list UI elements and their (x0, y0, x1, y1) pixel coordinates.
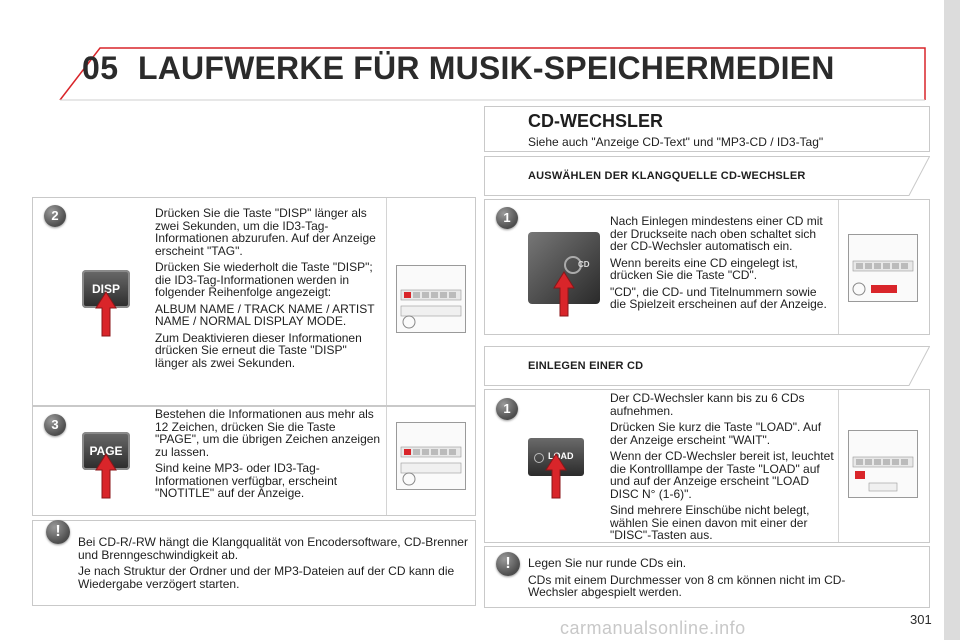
note-text: Bei CD-R/-RW hängt die Klangqualität von… (78, 536, 468, 594)
up-arrow-icon (545, 453, 567, 499)
divider (386, 198, 387, 405)
step-badge: 3 (44, 414, 66, 436)
step-badge: 1 (496, 207, 518, 229)
divider (838, 390, 839, 542)
note-panel (32, 520, 476, 606)
up-arrow-icon (95, 453, 117, 499)
paragraph: Zum Deaktivieren dieser Informationen dr… (155, 330, 362, 370)
subsection-bar (484, 346, 930, 386)
header-frame (59, 47, 926, 101)
note-panel (484, 546, 930, 608)
select-text: Nach Einlegen mindestens einer CD mit de… (610, 215, 834, 315)
section-subheading: Siehe auch "Anzeige CD-Text" und "MP3-CD… (528, 135, 824, 149)
page-title: LAUFWERKE FÜR MUSIK-SPEICHERMEDIEN (138, 50, 835, 86)
load-lamp (534, 453, 544, 463)
cd-label: CD (578, 260, 590, 269)
divider (386, 407, 387, 515)
paragraph: Wenn der CD-Wechsler bereit ist, leuchte… (610, 449, 834, 501)
watermark: carmanualsonline.info (560, 618, 746, 638)
paragraph: Drücken Sie die Taste "DISP" länger als … (155, 206, 376, 258)
load-label: LOAD (548, 451, 574, 461)
paragraph: Sind mehrere Einschübe nicht belegt, wäh… (610, 503, 810, 542)
radio-image (848, 234, 918, 302)
right-margin-bar (944, 0, 960, 640)
insert-text: Der CD-Wechsler kann bis zu 6 CDs aufneh… (610, 392, 834, 546)
radio-panel-graphic (400, 446, 462, 486)
step-badge: 1 (496, 398, 518, 420)
warning-icon: ! (496, 552, 520, 576)
paragraph: ALBUM NAME / TRACK NAME / ARTIST NAME / … (155, 301, 375, 328)
subsection-bar (484, 156, 930, 196)
paragraph: Sind keine MP3- oder ID3-Tag-Information… (155, 461, 338, 500)
radio-image (848, 430, 918, 498)
paragraph: Der CD-Wechsler kann bis zu 6 CDs aufneh… (610, 391, 805, 418)
radio-panel-graphic (852, 456, 914, 492)
paragraph: CDs mit einem Durchmesser von 8 cm könne… (528, 572, 846, 599)
section-heading: CD-WECHSLER (528, 111, 663, 131)
note-text: Legen Sie nur runde CDs ein. CDs mit ein… (528, 557, 848, 603)
paragraph: "CD", die CD- und Titelnummern sowie die… (610, 284, 827, 311)
paragraph: Bestehen die Informationen aus mehr als … (155, 407, 381, 459)
subsection-title: EINLEGEN EINER CD (528, 360, 644, 372)
paragraph: Drücken Sie wiederholt die Taste "DISP";… (155, 260, 373, 299)
divider (838, 200, 839, 334)
radio-panel-graphic (852, 260, 914, 296)
radio-image (396, 422, 466, 490)
paragraph: Legen Sie nur runde CDs ein. (528, 556, 687, 570)
up-arrow-icon (95, 291, 117, 337)
radio-panel-graphic (400, 289, 462, 329)
paragraph: Drücken Sie kurz die Taste "LOAD". Auf d… (610, 420, 822, 447)
page-text: Bestehen die Informationen aus mehr als … (155, 408, 381, 504)
up-arrow-icon (553, 271, 575, 317)
heading-frame (484, 106, 930, 152)
paragraph: Je nach Struktur der Ordner und der MP3-… (78, 564, 455, 591)
cd-knob (564, 256, 582, 274)
header-red-line (59, 47, 926, 101)
step-badge: 2 (44, 205, 66, 227)
paragraph: Bei CD-R/-RW hängt die Klangqualität von… (78, 535, 468, 562)
paragraph: Nach Einlegen mindestens einer CD mit de… (610, 214, 823, 253)
paragraph: Wenn bereits eine CD eingelegt ist, drüc… (610, 255, 798, 282)
page-number: 301 (910, 612, 932, 627)
chapter-number: 05 (82, 50, 119, 86)
subsection-title: AUSWÄHLEN DER KLANGQUELLE CD-WECHSLER (528, 170, 806, 182)
disp-text: Drücken Sie die Taste "DISP" länger als … (155, 207, 381, 373)
radio-image (396, 265, 466, 333)
warning-icon: ! (46, 520, 70, 544)
